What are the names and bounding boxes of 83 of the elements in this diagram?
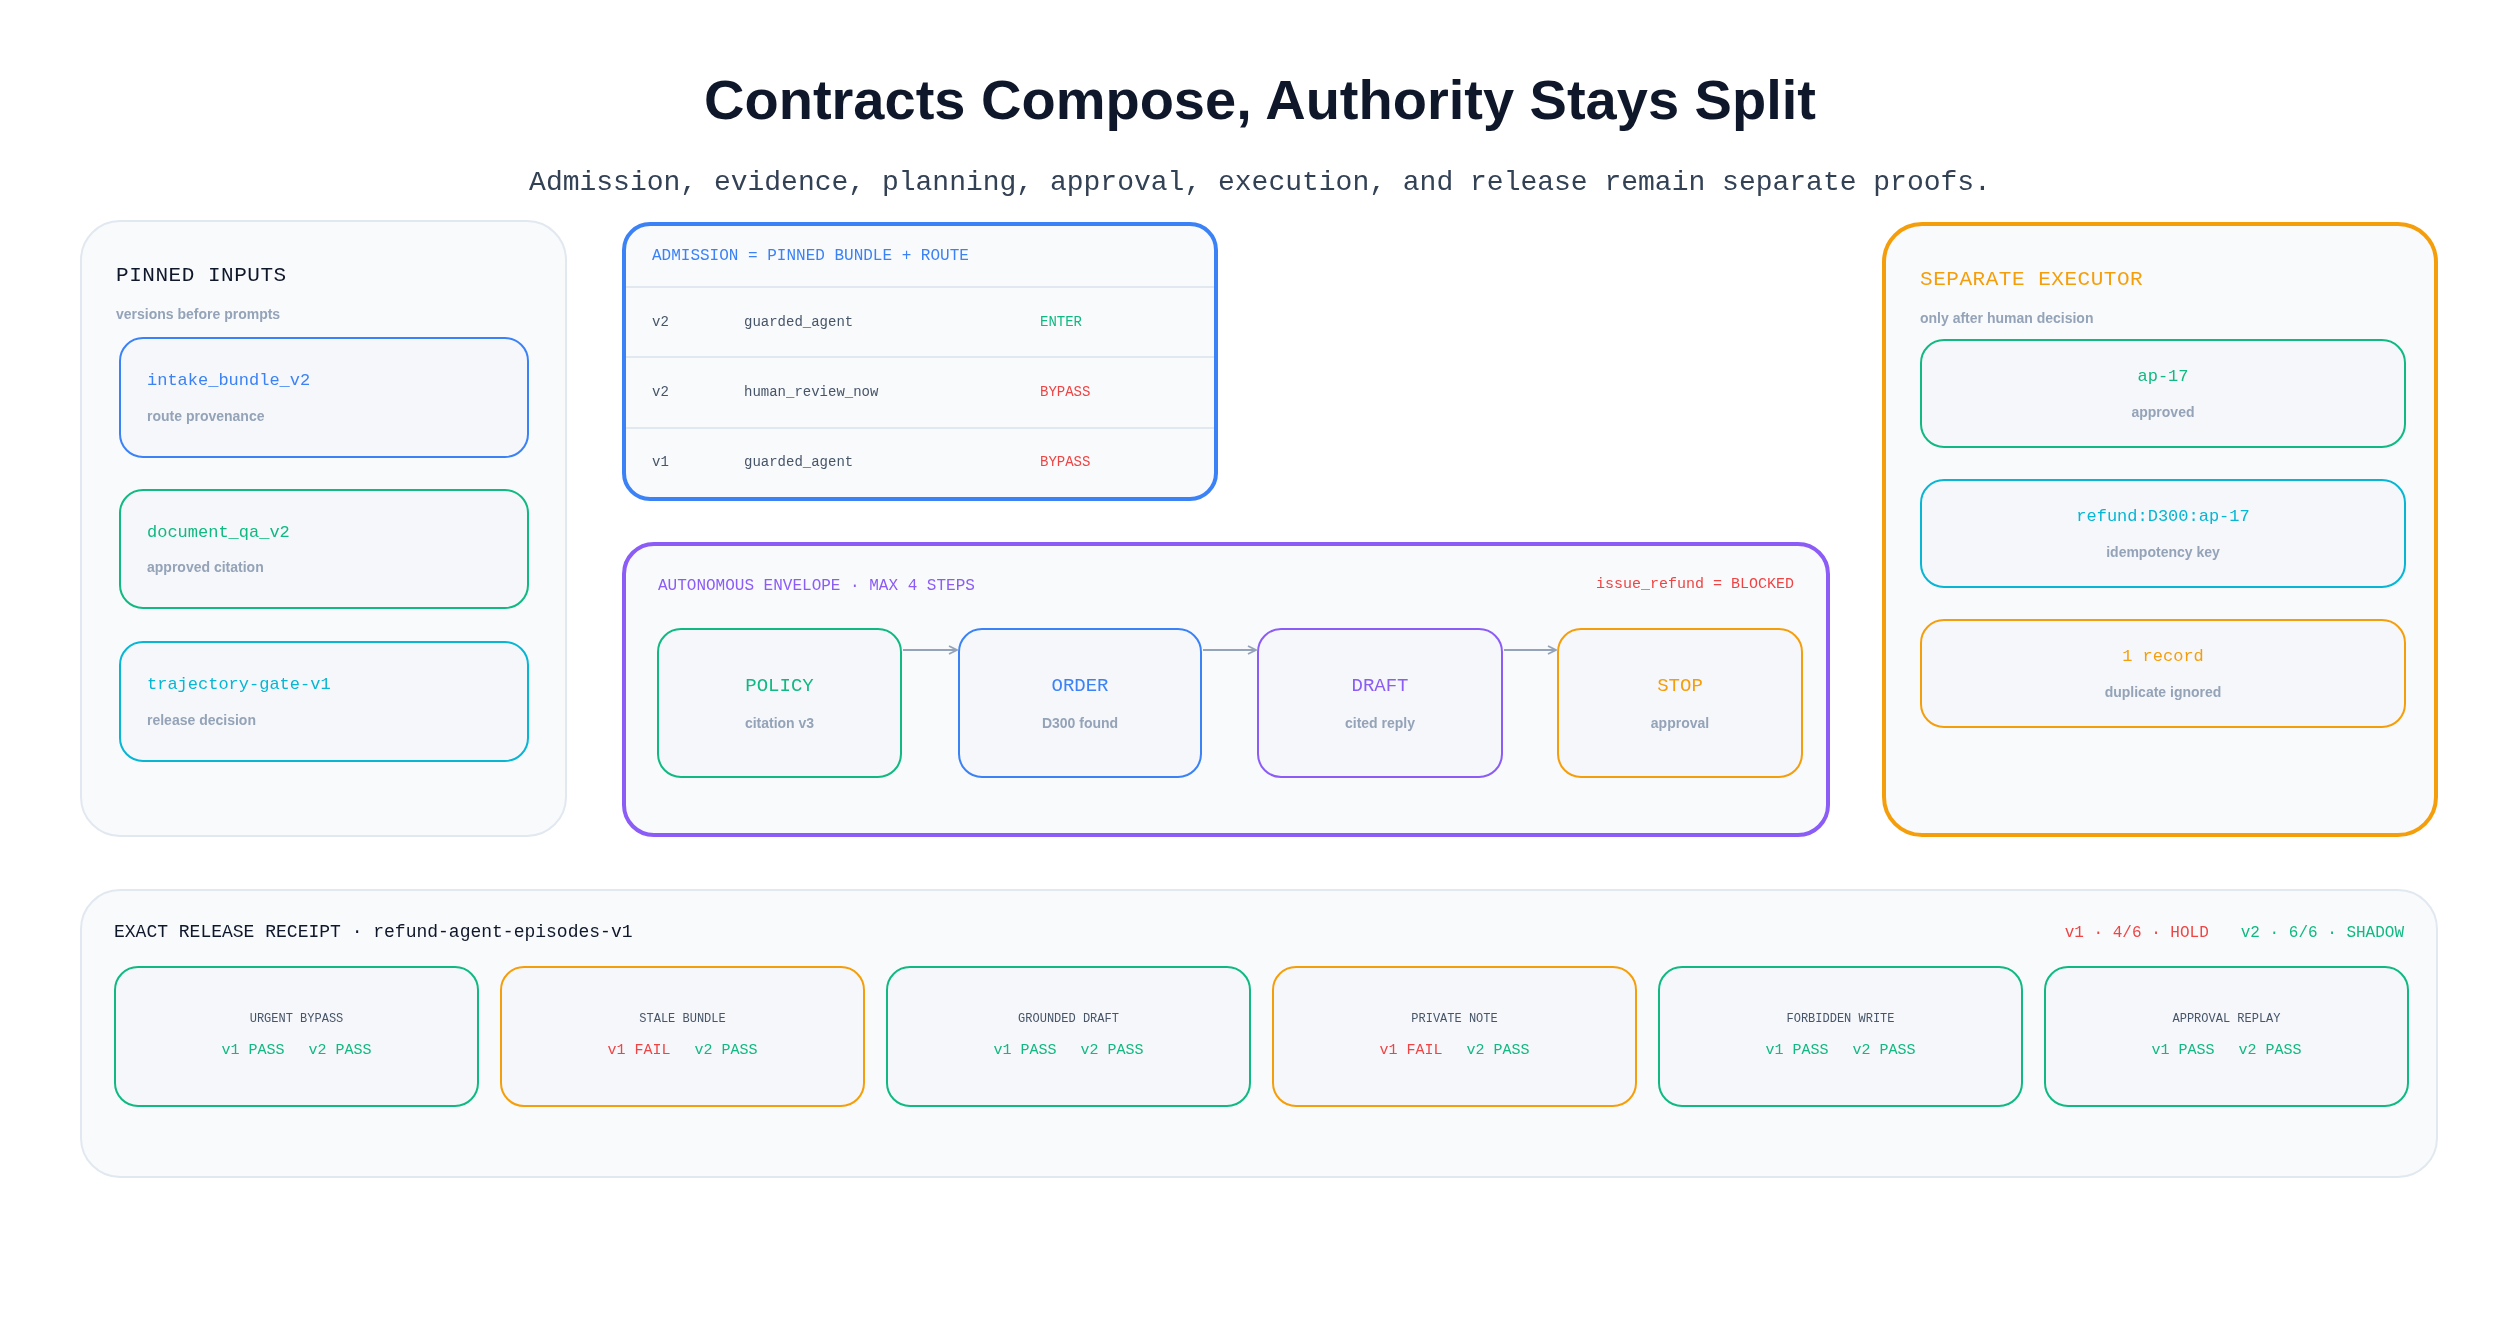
result-label: v1 PASS (2151, 1041, 2215, 1062)
panel-heading: AUTONOMOUS ENVELOPE · MAX 4 STEPS (658, 576, 975, 597)
case-card (2044, 966, 2409, 1107)
table-cell-text: guarded_agent (744, 453, 855, 473)
input-card (119, 489, 529, 609)
case-card (886, 966, 1251, 1107)
panel-heading: EXACT RELEASE RECEIPT · refund-agent-episodes-v1 (114, 921, 633, 944)
executor-card (1920, 479, 2406, 588)
arrow (1503, 645, 1557, 655)
result-label: v2 PASS (308, 1041, 372, 1062)
card-title: trajectory-gate-v1 (147, 674, 331, 697)
step-box (958, 628, 1202, 778)
table-cell-text: v1 (652, 453, 670, 473)
result-label: v2 PASS (1080, 1041, 1144, 1062)
card-title: document_qa_v2 (147, 521, 290, 544)
card-subtitle: route provenance (147, 406, 266, 426)
receipt-panel (80, 889, 2438, 1178)
executor-card (1920, 339, 2406, 448)
step-title: DRAFT (1351, 674, 1409, 700)
table-cell-text: BYPASS (1040, 453, 1091, 473)
table-cell-text: v2 (652, 312, 670, 332)
status-note: v2 · 6/6 · SHADOW (2240, 922, 2404, 944)
card-title: ap-17 (2137, 366, 2189, 389)
table-cell-text: guarded_agent (744, 312, 855, 332)
result-label: v1 FAIL (1379, 1041, 1443, 1062)
result-label: v2 PASS (2238, 1041, 2302, 1062)
card-title: refund:D300:ap-17 (2076, 506, 2250, 529)
result-label: v2 PASS (694, 1041, 758, 1062)
result-label: v1 PASS (221, 1041, 285, 1062)
card-subtitle: cited reply (1345, 713, 1415, 733)
case-card (500, 966, 865, 1107)
step-title: POLICY (745, 674, 814, 700)
step-title: STOP (1657, 674, 1703, 700)
case-card (114, 966, 479, 1107)
table-cell-text: ENTER (1040, 312, 1082, 332)
step-box (1257, 628, 1503, 778)
case-title: APPROVAL REPLAY (2172, 1011, 2281, 1029)
case-card (1658, 966, 2023, 1107)
step-box (657, 628, 902, 778)
result-label: v2 PASS (1466, 1041, 1530, 1062)
step-title: ORDER (1051, 674, 1109, 700)
card-title: intake_bundle_v2 (147, 370, 311, 393)
card-subtitle: approval (1650, 713, 1710, 733)
title: Contracts Compose, Authority Stays Split (704, 67, 1816, 133)
card-subtitle: citation v3 (744, 713, 815, 733)
panel (1882, 222, 2438, 837)
arrow (1202, 645, 1257, 655)
arrow (902, 645, 958, 655)
executor-card (1920, 619, 2406, 728)
case-title: PRIVATE NOTE (1411, 1011, 1498, 1029)
result-label: v1 PASS (1765, 1041, 1829, 1062)
card-subtitle: duplicate ignored (2104, 682, 2222, 702)
case-title: GROUNDED DRAFT (1018, 1011, 1119, 1029)
panel (80, 220, 567, 837)
status-note: v1 · 4/6 · HOLD (2064, 922, 2209, 944)
case-title: STALE BUNDLE (639, 1011, 726, 1029)
table-cell-text: human_review_now (744, 383, 880, 402)
card-subtitle: idempotency key (2106, 542, 2220, 562)
step-box (1557, 628, 1803, 778)
table-cell-text: v2 (652, 383, 670, 402)
envelope-panel (622, 542, 1830, 837)
card-subtitle: release decision (147, 710, 257, 730)
input-card (119, 641, 529, 762)
card-title: 1 record (2122, 646, 2204, 669)
case-title: URGENT BYPASS (249, 1011, 344, 1029)
case-title: FORBIDDEN WRITE (1786, 1011, 1895, 1029)
panel-subtitle: only after human decision (1920, 308, 2095, 328)
result-label: v1 FAIL (607, 1041, 671, 1062)
subtitle: Admission, evidence, planning, approval, execution, and release remain separate proofs. (529, 166, 1991, 200)
panel-heading: PINNED INPUTS (116, 263, 287, 289)
case-card (1272, 966, 1637, 1107)
result-label: v2 PASS (1852, 1041, 1916, 1062)
result-label: v1 PASS (993, 1041, 1057, 1062)
panel-heading: SEPARATE EXECUTOR (1920, 267, 2144, 293)
card-subtitle: approved citation (147, 558, 265, 578)
panel-heading: ADMISSION = PINNED BUNDLE + ROUTE (652, 246, 969, 267)
blocked-note: issue_refund = BLOCKED (1595, 575, 1794, 595)
card-subtitle: approved (2131, 402, 2195, 422)
card-subtitle: D300 found (1041, 713, 1119, 733)
admission-table (622, 222, 1218, 501)
input-card (119, 337, 529, 458)
table-cell-text: BYPASS (1040, 383, 1091, 402)
panel-subtitle: versions before prompts (116, 304, 282, 324)
